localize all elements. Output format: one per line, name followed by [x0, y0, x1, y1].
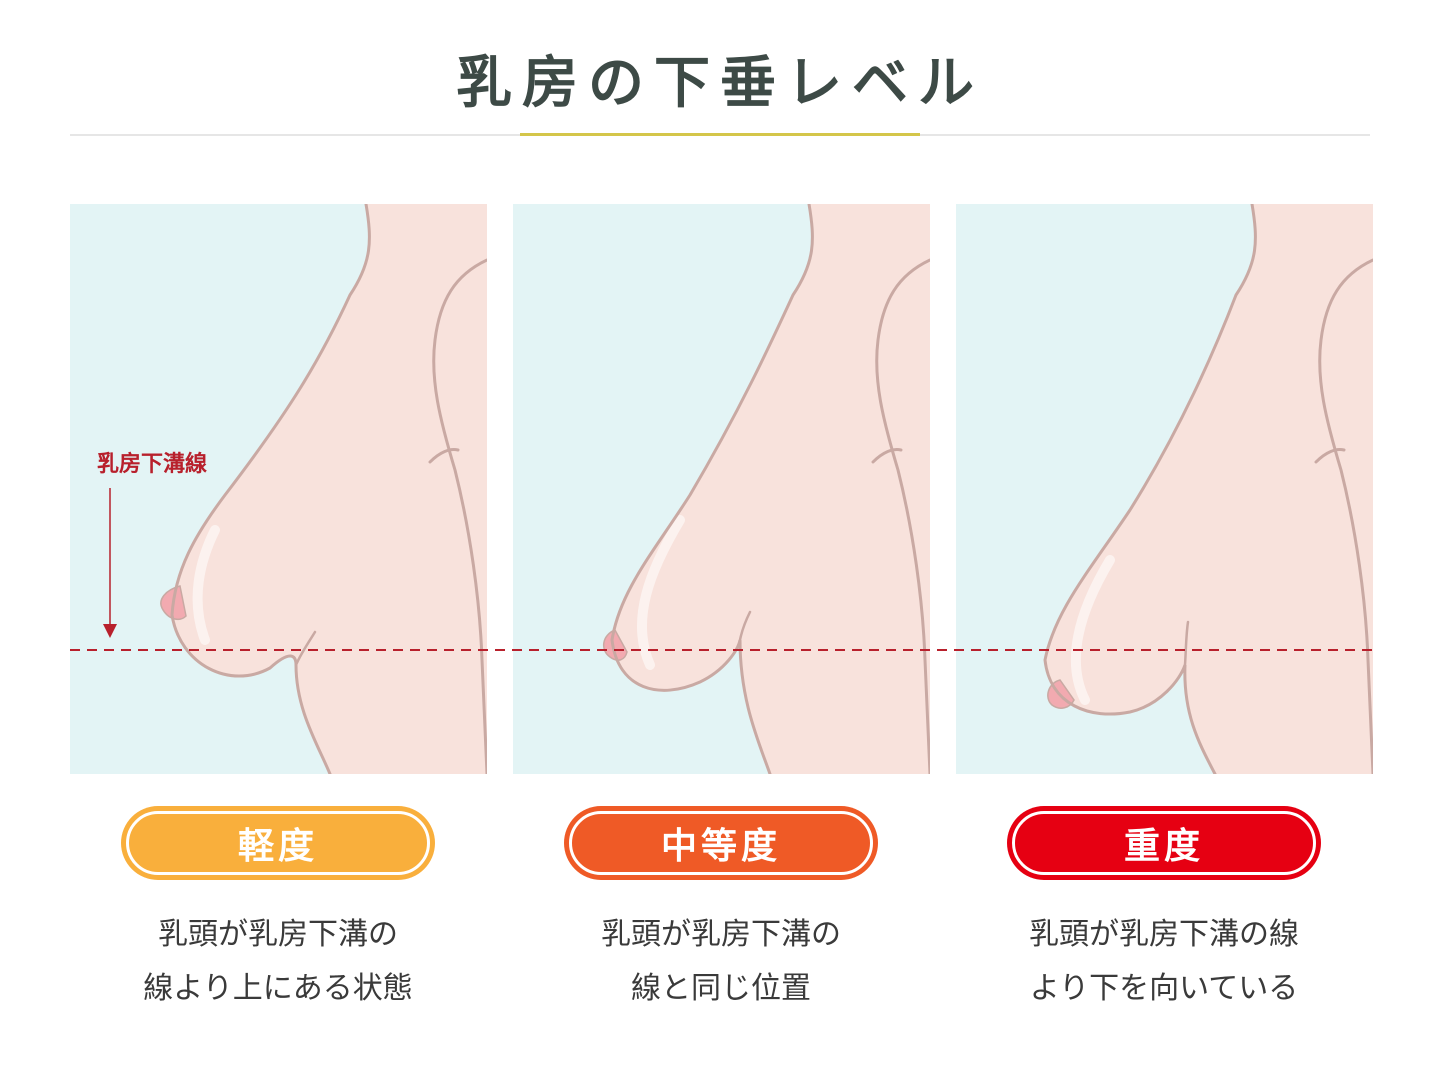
breast-highlight [1070, 555, 1115, 705]
armpit-contour [1314, 448, 1346, 464]
body-contour [170, 204, 371, 774]
title-accent-line [520, 133, 920, 136]
panel-mild [70, 204, 487, 774]
description-line: 線と同じ位置 [631, 971, 811, 1006]
level-label: 重度 [1012, 811, 1316, 875]
level-badge-moderate: 中等度 [564, 806, 878, 880]
description-line: より下を向いている [1029, 971, 1299, 1006]
ptosis-diagram: 乳房下溝線 [70, 204, 1373, 774]
description-line: 乳頭が乳房下溝の [601, 917, 841, 952]
level-description-severe: 乳頭が乳房下溝の線 より下を向いている [954, 908, 1374, 1016]
breast-highlight [192, 525, 220, 645]
level-description-mild: 乳頭が乳房下溝の 線より上にある状態 [68, 908, 488, 1016]
body-contour [1043, 204, 1257, 774]
armpit-contour [871, 448, 903, 464]
description-line: 乳頭が乳房下溝の線 [1029, 917, 1299, 952]
back-contour [432, 258, 487, 774]
level-badge-mild: 軽度 [121, 806, 435, 880]
torso-shape [172, 204, 487, 774]
torso-shape [1045, 204, 1373, 774]
torso-shape [612, 204, 930, 774]
underbust-fold [1183, 620, 1190, 667]
armpit-contour [428, 448, 460, 464]
description-line: 乳頭が乳房下溝の [158, 917, 398, 952]
inframammary-fold-label: 乳房下溝線 [97, 451, 207, 477]
page-title: 乳房の下垂レベル [456, 50, 984, 116]
level-label: 軽度 [126, 811, 430, 875]
level-badge-severe: 重度 [1007, 806, 1321, 880]
level-label: 中等度 [569, 811, 873, 875]
back-contour [875, 258, 930, 774]
nipple-shape [603, 629, 628, 661]
description-line: 線より上にある状態 [143, 971, 413, 1006]
back-contour [1318, 258, 1373, 774]
level-description-moderate: 乳頭が乳房下溝の 線と同じ位置 [511, 908, 931, 1016]
panel-moderate [513, 204, 930, 774]
body-contour [610, 204, 814, 774]
down-arrow-icon [103, 624, 117, 638]
underbust-fold [738, 610, 752, 642]
panel-severe [956, 204, 1373, 774]
breast-highlight [637, 515, 685, 670]
